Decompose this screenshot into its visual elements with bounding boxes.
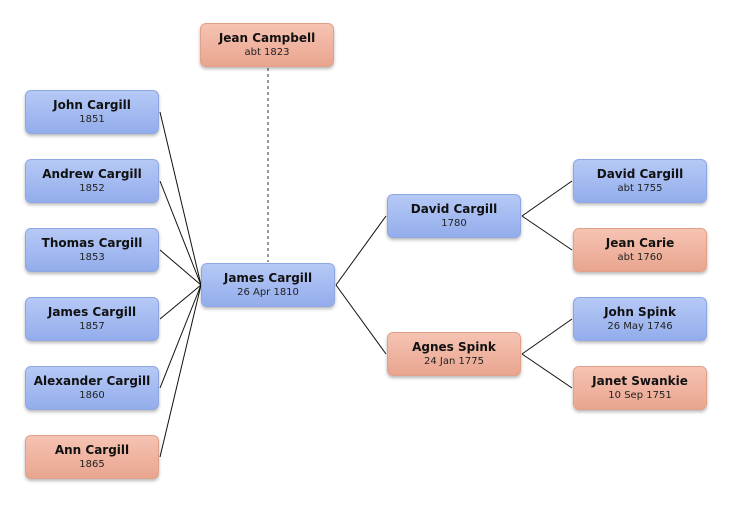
maternal-grandfather-connector <box>521 318 573 355</box>
person-name: James Cargill <box>223 271 313 285</box>
child-connector-5 <box>159 284 202 389</box>
person-card-child[interactable]: Thomas Cargill 1853 <box>25 228 159 272</box>
person-name: David Cargill <box>410 202 498 216</box>
person-card-child[interactable]: James Cargill 1857 <box>25 297 159 341</box>
person-date: 26 May 1746 <box>607 321 673 332</box>
person-card-child[interactable]: John Cargill 1851 <box>25 90 159 134</box>
person-card-paternal-grandfather[interactable]: David Cargill abt 1755 <box>573 159 707 203</box>
person-name: Janet Swankie <box>592 374 688 388</box>
person-name: John Cargill <box>53 98 131 112</box>
person-date: abt 1823 <box>244 47 290 58</box>
child-connector-1 <box>159 111 202 286</box>
person-date: 1860 <box>79 390 105 401</box>
person-name: James Cargill <box>47 305 137 319</box>
person-name: Andrew Cargill <box>42 167 142 181</box>
father-connector <box>335 215 387 286</box>
person-card-father[interactable]: David Cargill 1780 <box>387 194 521 238</box>
child-connector-6 <box>159 284 202 458</box>
person-date: 1852 <box>79 183 105 194</box>
person-card-mother[interactable]: Agnes Spink 24 Jan 1775 <box>387 332 521 376</box>
paternal-grandmother-connector <box>521 215 573 251</box>
person-date: 10 Sep 1751 <box>608 390 672 401</box>
person-name: John Spink <box>604 305 676 319</box>
person-name: Alexander Cargill <box>33 374 151 388</box>
person-card-child[interactable]: Ann Cargill 1865 <box>25 435 159 479</box>
person-card-subject[interactable]: James Cargill 26 Apr 1810 <box>201 263 335 307</box>
person-name: David Cargill <box>596 167 684 181</box>
person-date: abt 1760 <box>617 252 663 263</box>
person-card-child[interactable]: Alexander Cargill 1860 <box>25 366 159 410</box>
person-card-maternal-grandmother[interactable]: Janet Swankie 10 Sep 1751 <box>573 366 707 410</box>
person-date: 1857 <box>79 321 105 332</box>
person-date: 1865 <box>79 459 105 470</box>
child-connector-3 <box>159 249 202 286</box>
person-name: Ann Cargill <box>54 443 130 457</box>
person-card-paternal-grandmother[interactable]: Jean Carie abt 1760 <box>573 228 707 272</box>
child-connector-4 <box>159 284 202 320</box>
person-date: abt 1755 <box>617 183 663 194</box>
child-connector-2 <box>159 180 202 286</box>
person-name: Jean Campbell <box>218 31 316 45</box>
person-name: Agnes Spink <box>412 340 496 354</box>
person-date: 26 Apr 1810 <box>237 287 299 298</box>
person-date: 24 Jan 1775 <box>424 356 484 367</box>
person-name: Jean Carie <box>605 236 675 250</box>
maternal-grandmother-connector <box>521 353 573 389</box>
person-date: 1853 <box>79 252 105 263</box>
person-card-spouse[interactable]: Jean Campbell abt 1823 <box>200 23 334 67</box>
person-name: Thomas Cargill <box>41 236 143 250</box>
person-card-maternal-grandfather[interactable]: John Spink 26 May 1746 <box>573 297 707 341</box>
mother-connector <box>335 284 387 355</box>
person-card-child[interactable]: Andrew Cargill 1852 <box>25 159 159 203</box>
person-date: 1780 <box>441 218 467 229</box>
person-date: 1851 <box>79 114 105 125</box>
paternal-grandfather-connector <box>521 180 573 217</box>
